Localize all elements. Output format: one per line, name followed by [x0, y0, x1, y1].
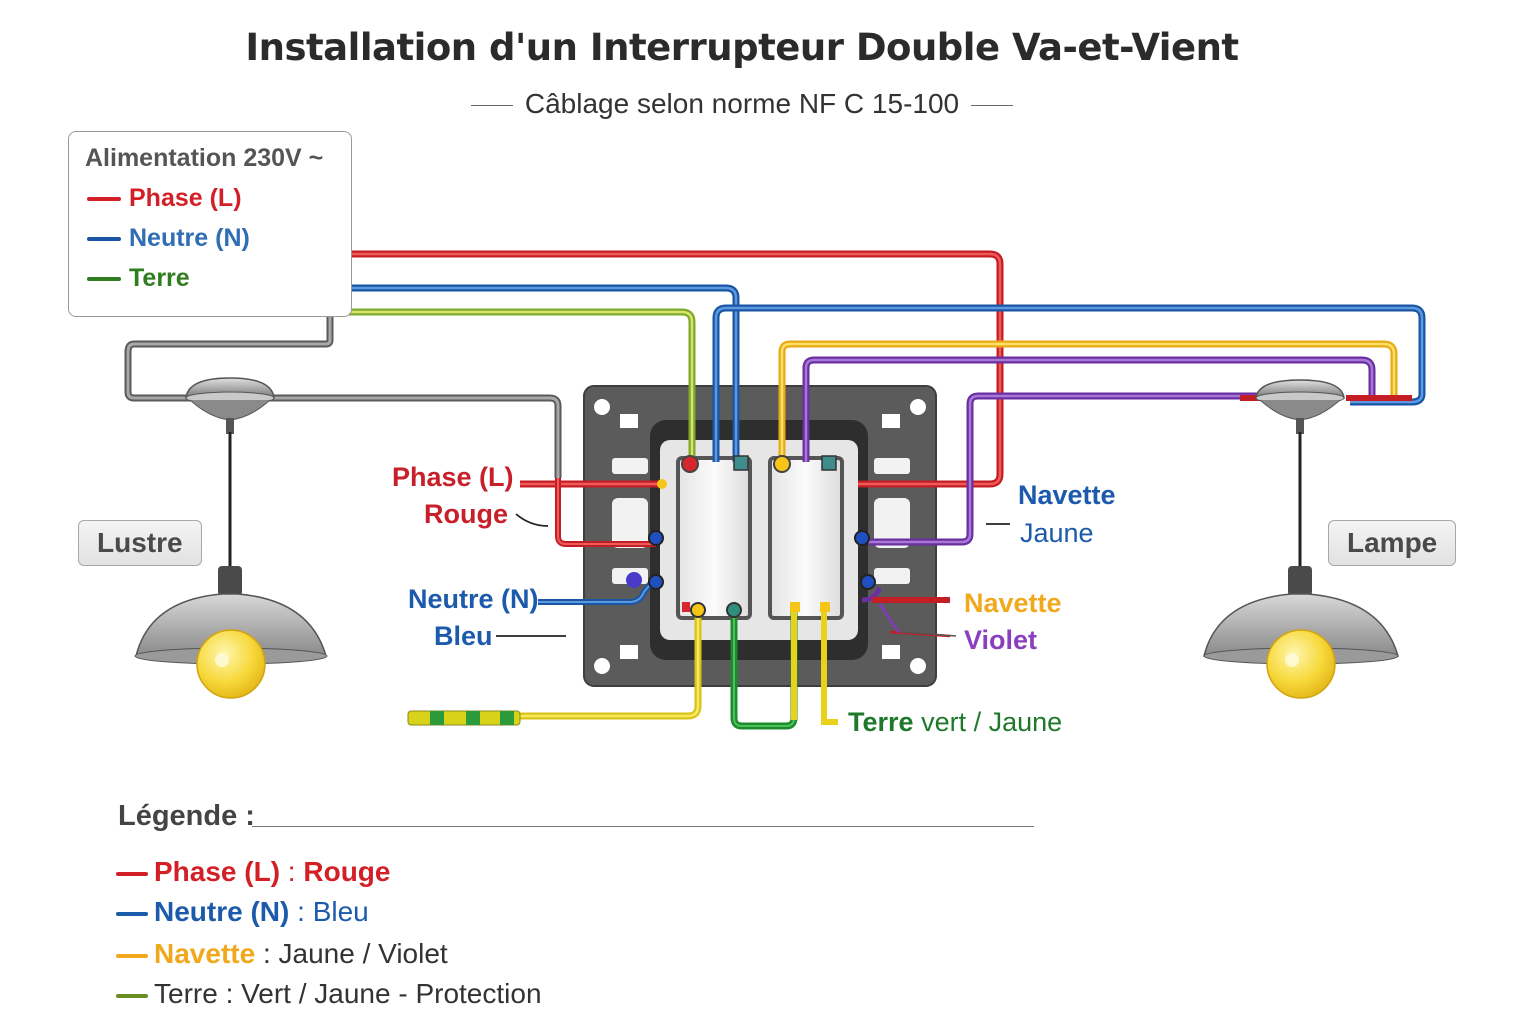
legend-terre-sep: :	[217, 978, 242, 1009]
legend-navette-swatch	[116, 953, 148, 958]
legend-navette-desc: Jaune / Violet	[278, 938, 448, 969]
switch-plate	[583, 385, 937, 687]
power-supply-box: Alimentation 230V ~ Phase (L) Neutre (N)…	[68, 131, 352, 317]
phase-swatch	[87, 197, 121, 202]
neutre-swatch	[87, 237, 121, 242]
subtitle-dash-left	[470, 105, 513, 107]
power-box-title: Alimentation 230V ~	[85, 144, 324, 172]
legend-neutre-name: Neutre (N)	[154, 896, 290, 927]
callout-terre-color: vert / Jaune	[921, 707, 1063, 737]
legend-underline	[252, 826, 1034, 827]
legend-phase-sep: :	[280, 856, 304, 887]
callout-terre: Terre vert / Jaune	[848, 707, 1062, 738]
callout-terre-name: Terre	[848, 707, 914, 737]
legend-item-terre: Terre : Vert / Jaune - Protection	[116, 978, 542, 1010]
legend-neutre-swatch	[116, 911, 148, 916]
legend-navette-name: Navette	[154, 938, 256, 969]
legend-neutre-desc: Bleu	[312, 896, 369, 927]
legend-neutre-sep: :	[289, 896, 313, 927]
lampe-lamp	[1203, 379, 1399, 699]
power-item-neutre-label: Neutre (N)	[129, 224, 250, 252]
power-item-phase: Phase (L)	[87, 184, 242, 213]
legend-item-navette: Navette : Jaune / Violet	[116, 938, 448, 970]
legend-phase-desc: Rouge	[303, 856, 391, 887]
legend-item-phase: Phase (L) : Rouge	[116, 856, 390, 888]
terre-cable-end	[407, 710, 521, 726]
lustre-label: Lustre	[78, 520, 202, 566]
legend-terre-desc: Vert / Jaune - Protection	[241, 978, 542, 1009]
terminal-navette-jaune	[773, 455, 791, 473]
terre-swatch	[87, 277, 121, 282]
callout-navette-jaune-name: Navette	[1018, 480, 1116, 510]
page-subtitle: Câblage selon norme NF C 15-100	[0, 88, 1484, 120]
callout-phase-name: Phase (L)	[392, 462, 514, 492]
callout-navette-jaune-color: Jaune	[1020, 518, 1094, 548]
callout-navette-violet-name: Navette	[964, 588, 1062, 618]
callout-phase-color: Rouge	[424, 499, 508, 529]
power-item-neutre: Neutre (N)	[87, 224, 250, 253]
legend-phase-swatch	[116, 871, 148, 876]
subtitle-dash-right	[971, 105, 1014, 107]
power-item-terre-label: Terre	[129, 264, 190, 292]
legend-item-neutre: Neutre (N) : Bleu	[116, 896, 369, 928]
power-item-phase-label: Phase (L)	[129, 184, 242, 212]
legend-terre-swatch	[116, 993, 148, 998]
page-title: Installation d'un Interrupteur Double Va…	[245, 26, 1239, 69]
terminal-neutre-left	[648, 530, 664, 546]
lampe-label: Lampe	[1328, 520, 1457, 566]
legend-phase-name: Phase (L)	[154, 856, 281, 887]
lustre-lamp	[134, 377, 328, 699]
power-item-terre: Terre	[87, 264, 190, 293]
terminal-phase	[681, 455, 699, 473]
callout-neutre-color: Bleu	[434, 621, 493, 651]
legend-navette-sep: :	[255, 938, 279, 969]
subtitle-text: Câblage selon norme NF C 15-100	[524, 88, 960, 119]
callout-navette-violet-color: Violet	[964, 625, 1038, 655]
legend-title: Légende :	[118, 800, 255, 832]
callout-neutre-name: Neutre (N)	[408, 584, 539, 614]
legend-terre-name: Terre	[154, 978, 218, 1009]
terminal-right	[854, 530, 870, 546]
